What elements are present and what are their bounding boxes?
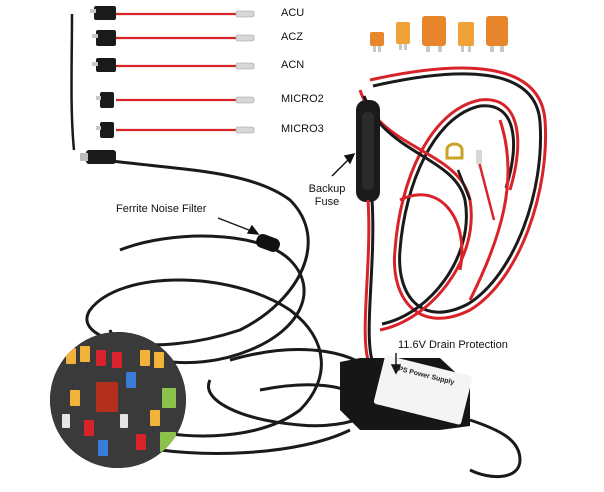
ground-terminal — [445, 142, 496, 221]
ferrite-filter-label: Ferrite Noise Filter — [116, 203, 207, 215]
backup-fuse-holder — [356, 100, 380, 202]
spare-fuses — [370, 16, 508, 52]
black-lead — [367, 199, 375, 361]
red-lead — [363, 199, 371, 361]
power-supply-box — [340, 355, 473, 430]
red-black-coil — [358, 66, 548, 332]
adapter-label-micro2: MICRO2 — [281, 93, 324, 105]
adapter-label-acu: ACU — [281, 7, 305, 19]
backup-fuse-label-line1: Backup — [308, 183, 346, 195]
fuse-box-inset — [50, 332, 186, 468]
output-cable — [469, 418, 522, 479]
fuse-tap-adapters — [70, 6, 255, 151]
adapter-label-acz: ACZ — [281, 31, 303, 43]
micro-usb-connector — [80, 150, 116, 164]
callout-arrows — [217, 153, 402, 375]
adapter-label-acn: ACN — [281, 59, 305, 71]
drain-protection-label: 11.6V Drain Protection — [398, 339, 508, 351]
ferrite-bead — [256, 234, 280, 252]
backup-fuse-label-line2: Fuse — [314, 196, 340, 208]
backup-fuse-label: Backup Fuse — [300, 184, 354, 208]
adapter-label-micro3: MICRO3 — [281, 123, 324, 135]
